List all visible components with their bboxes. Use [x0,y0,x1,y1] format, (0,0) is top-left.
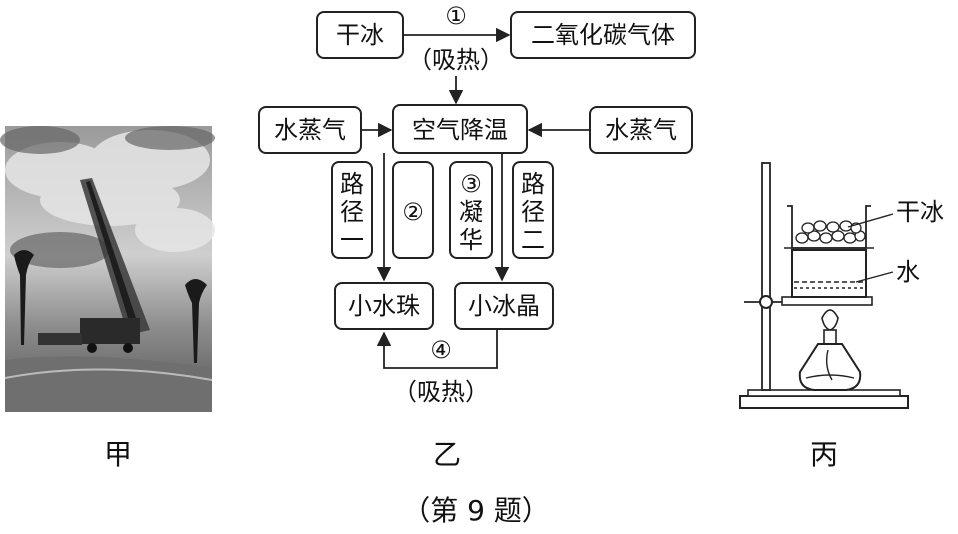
box-step3-deposition [449,161,493,259]
text-vapor-left: 水蒸气 [274,116,346,144]
panel-label-bing: 丙 [810,438,838,471]
dry-ice-lumps [795,220,866,244]
text-water-drop: 小水珠 [348,292,420,320]
box-step2 [392,161,434,259]
panel-label-jia: 甲 [104,438,132,471]
lamp-flame [821,309,839,331]
box-ice-crystal [454,282,554,330]
text-path-one-2: 径 [340,198,364,226]
wire-gauze [781,296,873,306]
label-absorb-heat-1: （吸热） [408,46,504,74]
text-path-one-3: 一 [340,226,364,254]
photo-panel-jia [0,126,215,412]
flow-diagram-yi: 干冰 二氧化碳气体 ① （吸热） 水蒸气 空气降温 水蒸气 路 径 一 ② ③ … [258,2,696,406]
road [5,356,212,412]
text-dry-ice: 干冰 [336,21,384,49]
label-step4: ④ [430,336,452,364]
water-beaker [791,249,867,298]
label-absorb-heat-2: （吸热） [393,378,489,406]
label-dry-ice: 干冰 [896,198,944,226]
label-step1: ① [445,2,467,30]
leader-dry-ice [847,213,894,228]
truck [80,318,140,344]
panel-label-yi: 乙 [433,438,461,471]
text-path-two-3: 二 [521,226,545,254]
text-step2: ② [402,198,424,226]
box-path-two [512,161,554,259]
stand-rod [761,162,771,391]
box-air-cool [392,104,528,154]
leader-water [855,271,894,283]
text-vapor-right: 水蒸气 [605,116,677,144]
clamp-screw [759,295,773,309]
text-ice-crystal: 小冰晶 [468,292,540,320]
alcohol-lamp [798,343,862,391]
arrow-melting [376,329,498,369]
box-co2-gas [510,11,696,59]
label-water: 水 [896,258,920,286]
apparatus-panel-bing: 干冰 水 [739,162,944,409]
box-water-drop [334,282,434,330]
trees [14,250,207,363]
stand-base [739,395,909,409]
text-path-two-2: 径 [521,198,545,226]
text-path-two-1: 路 [521,170,545,198]
text-step3-2: 华 [459,226,483,254]
lamp-wick-holder [823,329,837,345]
box-path-one [331,161,373,259]
text-co2-gas: 二氧化碳气体 [531,21,675,49]
text-step3-1: 凝 [459,198,483,226]
text-path-one-1: 路 [340,170,364,198]
text-air-cool: 空气降温 [412,116,508,144]
text-step3-num: ③ [460,170,482,198]
figure-caption: （第 9 题） [402,494,550,527]
